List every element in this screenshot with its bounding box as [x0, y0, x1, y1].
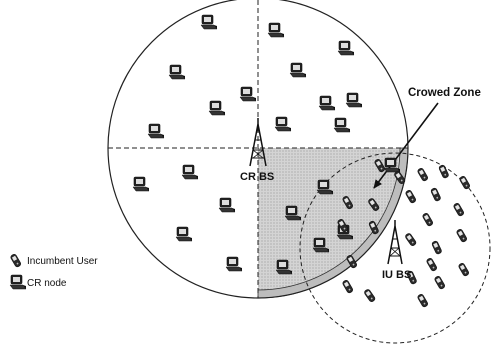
incumbent-user-cellphone-icon — [406, 270, 417, 285]
incumbent-user-cellphone-icon — [342, 196, 353, 210]
incumbent-user-cellphone-icon — [417, 168, 428, 182]
incumbent-user-cellphone-icon — [430, 187, 441, 202]
crowded-zone-label: Crowed Zone — [408, 87, 481, 99]
cr-node-computer-icon — [200, 14, 218, 30]
cr-node-computer-icon — [333, 117, 351, 133]
incumbent-user-cellphone-icon — [417, 294, 428, 308]
legend-computer-glyph — [9, 274, 27, 290]
incumbent-user-cellphone-icon — [453, 203, 464, 217]
incumbent-user-cellphone-icon — [374, 159, 385, 173]
incumbent-user-cellphone-icon — [405, 190, 416, 204]
cr-node-computer-icon — [225, 256, 243, 272]
cr-node-computer-icon — [274, 116, 292, 132]
incumbent-user-cellphone-icon — [459, 176, 470, 190]
cr-node-computer-icon — [175, 226, 193, 242]
cr-node-computer-icon — [168, 64, 186, 80]
cr-node-computer-icon — [208, 100, 226, 116]
iu-bs-label: IU BS — [382, 269, 411, 281]
cr-node-computer-icon — [383, 157, 401, 173]
cr-bs-tower-icon — [249, 118, 267, 167]
incumbent-user-cellphone-icon — [368, 220, 379, 235]
incumbent-user-cellphone-icon — [426, 258, 437, 272]
incumbent-user-cellphone-icon — [368, 198, 380, 211]
incumbent-user-cellphone-icon — [337, 219, 348, 233]
legend-incumbent-user-label: Incumbent User — [27, 256, 98, 267]
cr-node-computer-icon — [218, 197, 236, 213]
legend-cellphone-icon — [10, 254, 21, 268]
incumbent-user-cellphone-icon — [456, 229, 467, 243]
cr-node-computer-icon — [147, 123, 165, 139]
cr-node-computer-icon — [318, 95, 336, 111]
iu-coverage-circle — [299, 152, 491, 344]
legend-computer-icon — [9, 274, 27, 290]
cr-node-computer-icon — [337, 40, 355, 56]
incumbent-user-cellphone-icon — [364, 289, 376, 302]
incumbent-users-group — [337, 159, 470, 308]
incumbent-user-cellphone-icon — [438, 164, 449, 179]
incumbent-user-cellphone-icon — [458, 263, 469, 277]
cr-node-computer-icon — [345, 92, 363, 108]
incumbent-user-cellphone-icon — [422, 213, 433, 227]
cr-node-computer-icon — [132, 176, 150, 192]
incumbent-user-cellphone-icon — [394, 171, 406, 184]
cr-node-computer-icon — [267, 22, 285, 38]
cr-node-computer-icon — [239, 86, 257, 102]
incumbent-user-cellphone-icon — [342, 280, 353, 294]
incumbent-user-cellphone-icon — [405, 233, 417, 246]
cr-node-computer-icon — [316, 179, 334, 195]
cr-node-computer-icon — [275, 259, 293, 275]
incumbent-user-cellphone-icon — [434, 276, 445, 290]
legend-cellphone-glyph — [10, 254, 21, 268]
iu-bs-tower-icon — [387, 220, 403, 265]
cr-node-computer-icon — [284, 205, 302, 221]
crowded-sector — [258, 148, 408, 298]
crowded-zone-arrow — [373, 102, 439, 189]
cr-node-computer-icon — [312, 237, 330, 253]
cr-node-computer-icon — [181, 164, 199, 180]
legend-cr-node-label: CR node — [27, 278, 67, 289]
cr-node-computer-icon — [289, 62, 307, 78]
cr-bs-label: CR BS — [240, 171, 274, 183]
legend: Incumbent User CR node — [9, 254, 98, 290]
incumbent-user-cellphone-icon — [431, 240, 442, 255]
incumbent-user-cellphone-icon — [346, 255, 357, 269]
